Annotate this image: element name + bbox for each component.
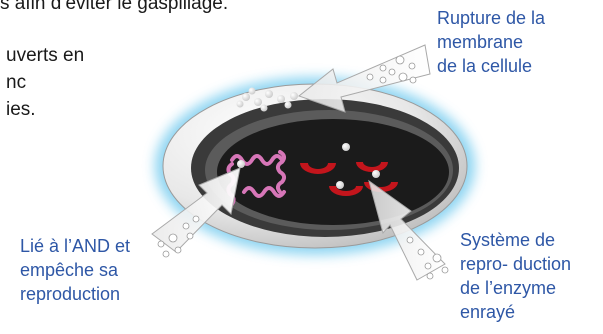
callout-line: repro- duction xyxy=(460,252,571,276)
callout-line: de la cellule xyxy=(437,54,545,78)
callout-dna-binding: Lié à l’AND et empêche sa reproduction xyxy=(20,234,130,306)
callout-line: membrane xyxy=(437,30,545,54)
callout-line: Rupture de la xyxy=(437,6,545,30)
callout-line: enrayé xyxy=(460,300,571,324)
callout-line: reproduction xyxy=(20,282,130,306)
callout-line: Système de xyxy=(460,228,571,252)
callout-line: Lié à l’AND et xyxy=(20,234,130,258)
callout-line: de l’enzyme xyxy=(460,276,571,300)
cytoplasm xyxy=(217,119,449,225)
callout-line: empêche sa xyxy=(20,258,130,282)
callout-enzyme-blocked: Système de repro- duction de l’enzyme en… xyxy=(460,228,571,324)
callout-membrane-rupture: Rupture de la membrane de la cellule xyxy=(437,6,545,78)
